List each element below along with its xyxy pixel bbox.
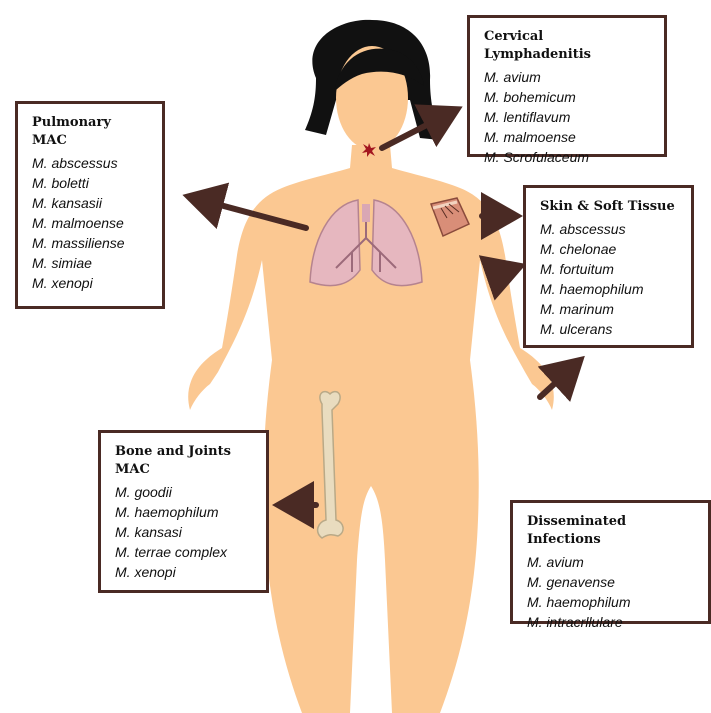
skin-list: M. abscessus M. chelonae M. fortuitum M.… (540, 219, 681, 339)
pulmonary-subtitle: MAC (32, 132, 152, 150)
list-item: M. chelonae (540, 239, 681, 259)
cervical-list: M. avium M. bohemicum M. lentiflavum M. … (484, 67, 654, 167)
cervical-box: Cervical Lymphadenitis M. avium M. bohem… (467, 15, 667, 157)
list-item: M. haemophilum (540, 279, 681, 299)
skin-box: Skin & Soft Tissue M. abscessus M. chelo… (523, 185, 694, 348)
human-body (188, 145, 554, 713)
list-item: M. terrae complex (115, 542, 256, 562)
list-item: M. simiae (32, 253, 152, 273)
list-item: M. xenopi (115, 562, 256, 582)
bone-list: M. goodii M. haemophilum M. kansasi M. t… (115, 482, 256, 582)
list-item: M. genavense (527, 572, 698, 592)
list-item: M. goodii (115, 482, 256, 502)
list-item: M. malmoense (484, 127, 654, 147)
list-item: M. avium (527, 552, 698, 572)
disseminated-list: M. avium M. genavense M. haemophilum M. … (527, 552, 698, 632)
list-item: M. marinum (540, 299, 681, 319)
list-item: M. massiliense (32, 233, 152, 253)
list-item: M. intracrllulare (527, 612, 698, 632)
list-item: M. avium (484, 67, 654, 87)
skin-title: Skin & Soft Tissue (540, 198, 681, 216)
disseminated-title: Disseminated Infections (527, 513, 698, 549)
list-item: M. kansasii (32, 193, 152, 213)
list-item: M. lentiflavum (484, 107, 654, 127)
list-item: M. haemophilum (527, 592, 698, 612)
pulmonary-list: M. abscessus M. boletti M. kansasii M. m… (32, 153, 152, 293)
cervical-title: Cervical Lymphadenitis (484, 28, 654, 64)
list-item: M. abscessus (540, 219, 681, 239)
list-item: M. ulcerans (540, 319, 681, 339)
list-item: M. kansasi (115, 522, 256, 542)
list-item: M. abscessus (32, 153, 152, 173)
bone-subtitle: MAC (115, 461, 256, 479)
list-item: M. bohemicum (484, 87, 654, 107)
list-item: M. fortuitum (540, 259, 681, 279)
list-item: M. Scrofulaceum (484, 147, 654, 167)
list-item: M. haemophilum (115, 502, 256, 522)
list-item: M. xenopi (32, 273, 152, 293)
disseminated-box: Disseminated Infections M. avium M. gena… (510, 500, 711, 624)
list-item: M. malmoense (32, 213, 152, 233)
list-item: M. boletti (32, 173, 152, 193)
